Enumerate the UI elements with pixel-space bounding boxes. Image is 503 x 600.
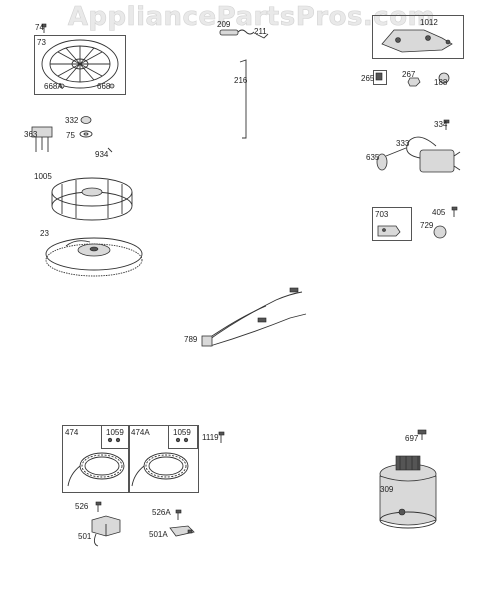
spark-plug-boot-635-icon: [376, 147, 407, 171]
armature-333-icon: [406, 136, 461, 173]
screw-74-icon: [41, 23, 47, 33]
label-333: 333: [396, 139, 410, 148]
spring-209-icon: [219, 29, 255, 36]
nut-267-icon: [407, 77, 421, 87]
label-635: 635: [366, 153, 380, 162]
label-1059-a: 1059: [106, 428, 124, 437]
label-729: 729: [420, 221, 434, 230]
part-729-icon: [433, 225, 447, 239]
label-1119: 1119: [202, 433, 219, 442]
label-697: 697: [405, 434, 419, 443]
label-405: 405: [432, 208, 446, 217]
label-23: 23: [40, 229, 49, 238]
part-188-icon: [438, 72, 450, 84]
part-box-1059-b: [168, 425, 198, 449]
label-75: 75: [66, 131, 75, 140]
label-216: 216: [234, 76, 248, 85]
grass-screen-73-icon: [41, 39, 119, 89]
label-309: 309: [380, 485, 394, 494]
label-363: 363: [24, 130, 38, 139]
part-box-73: [34, 35, 126, 95]
label-334: 334: [434, 120, 448, 129]
nut-332-icon: [80, 116, 92, 124]
label-501: 501: [78, 532, 92, 541]
flywheel-23-icon: [45, 237, 143, 277]
screw-526A-icon: [175, 509, 182, 520]
part-265-icon: [375, 72, 383, 81]
governor-rod-216-icon: [239, 59, 247, 139]
rectifier-501-icon: [91, 515, 121, 547]
label-668A: 668A: [44, 82, 63, 91]
label-526A: 526A: [152, 508, 171, 517]
alternator-coil-474-icon: [67, 452, 125, 487]
label-74: 74: [35, 23, 44, 32]
part-box-265: [373, 70, 387, 85]
link-211-icon: [255, 33, 269, 39]
part-box-474A-divider: [128, 425, 130, 493]
screw-1059-icons: [107, 437, 189, 443]
bracket-363-icon: [31, 126, 53, 152]
part-box-1059-a: [101, 425, 129, 449]
label-265: 265: [361, 74, 375, 83]
screw-334-icon: [443, 119, 450, 130]
label-188: 188: [434, 78, 448, 87]
washer-75-icon: [79, 130, 93, 138]
label-267: 267: [402, 70, 416, 79]
label-474: 474: [65, 428, 79, 437]
label-789: 789: [184, 335, 198, 344]
label-668: 668: [97, 82, 111, 91]
watermark: AppliancePartsPros.com: [67, 2, 436, 33]
label-526: 526: [75, 502, 89, 511]
label-1059-b: 1059: [173, 428, 191, 437]
label-703: 703: [375, 210, 389, 219]
flywheel-fan-1005-icon: [51, 177, 133, 221]
bracket-703-icon: [377, 225, 401, 237]
label-934: 934: [95, 150, 109, 159]
starter-motor-309-icon: [379, 455, 437, 529]
screw-697-icon: [417, 429, 427, 440]
control-bracket-1012-icon: [381, 29, 453, 53]
label-1012: 1012: [420, 18, 438, 27]
label-209: 209: [217, 20, 231, 29]
label-1005: 1005: [34, 172, 52, 181]
screw-526-icon: [95, 501, 102, 512]
label-73: 73: [37, 38, 46, 47]
rectifier-501A-icon: [169, 525, 195, 537]
part-box-1012: [372, 15, 464, 59]
label-501A: 501A: [149, 530, 168, 539]
screw-1119-icon: [218, 431, 225, 443]
part-934-icon: [107, 147, 113, 153]
alternator-coil-474A-icon: [131, 452, 189, 487]
part-405-icon: [451, 206, 458, 217]
wire-harness-789-icon: [201, 287, 307, 347]
part-box-703: [372, 207, 412, 241]
label-211: 211: [254, 27, 267, 36]
label-332: 332: [65, 116, 79, 125]
part-box-474-group: [62, 425, 199, 493]
label-474A: 474A: [131, 428, 150, 437]
